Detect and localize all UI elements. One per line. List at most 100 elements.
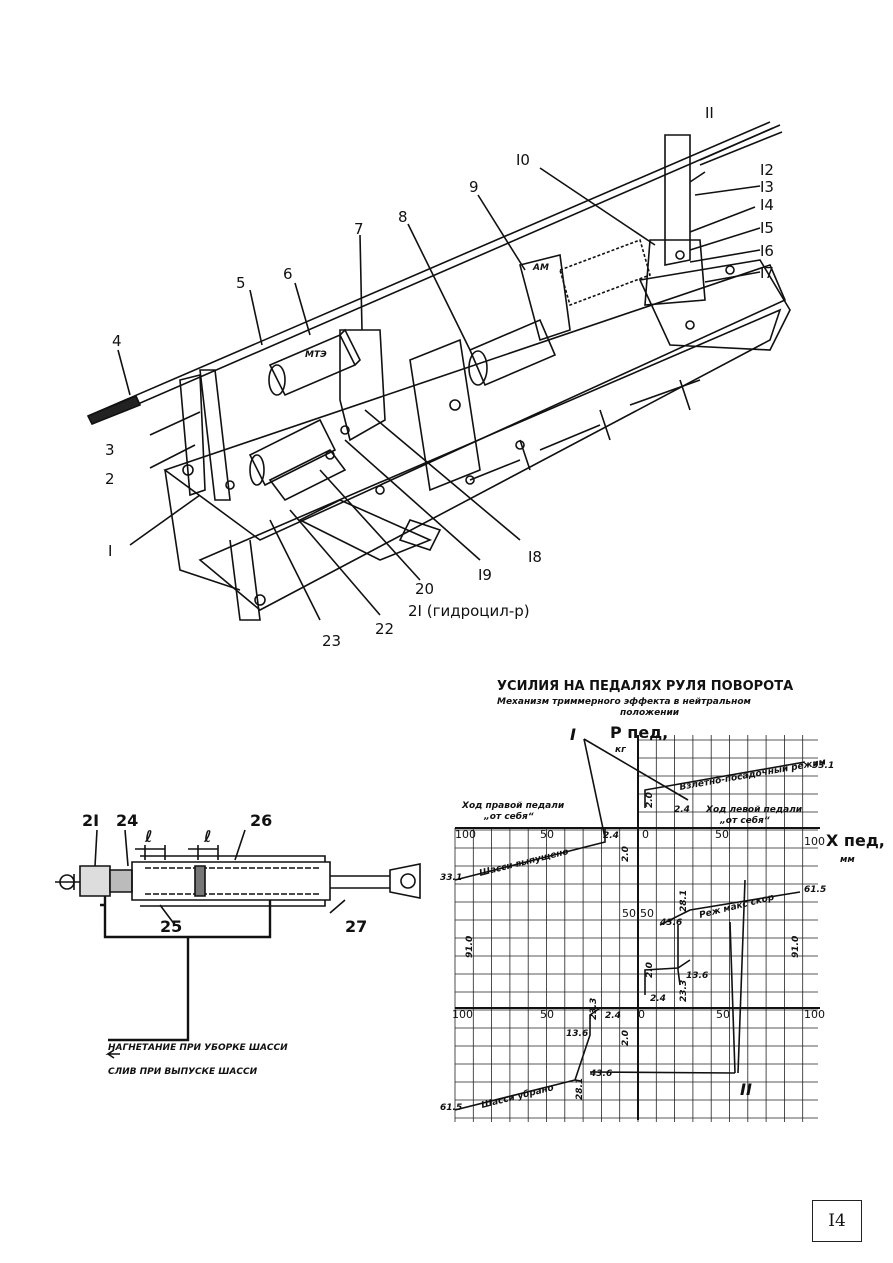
right-travel-1: Ход левой педали xyxy=(705,805,803,815)
unit-mark-am: АМ xyxy=(532,263,549,273)
tick-100-left-top: 100 xyxy=(455,828,476,841)
center-plate xyxy=(339,329,386,442)
tick-50-right-top: 50 xyxy=(715,828,729,841)
label-13: I3 xyxy=(760,178,774,196)
label-22: 22 xyxy=(375,620,394,638)
rod-end xyxy=(86,394,142,426)
label-20: 20 xyxy=(415,580,434,598)
legend-pressure: НАГНЕТАНИЕ ПРИ УБОРКЕ ШАССИ xyxy=(108,1043,288,1053)
label-6: 6 xyxy=(283,265,293,283)
mechanism-drawing xyxy=(86,121,791,621)
value-91.0-left: 91.0 xyxy=(465,936,475,958)
mode-takeoff: Взлетно-посадочный режим xyxy=(679,757,828,793)
label-8: 8 xyxy=(398,208,408,226)
chart-axes xyxy=(455,735,820,1120)
value-61.5-left: 61.5 xyxy=(440,1103,462,1113)
label-11: II xyxy=(705,104,714,122)
control-rod xyxy=(87,121,774,425)
label-23: 23 xyxy=(322,632,341,650)
value-2.4-top-left: 2.4 xyxy=(603,831,619,841)
mark-I: I xyxy=(570,725,576,744)
legend-drain: СЛИВ ПРИ ВЫПУСКЕ ШАССИ xyxy=(108,1067,258,1077)
left-lever xyxy=(199,369,231,501)
curve-max-speed xyxy=(659,891,801,926)
tick-100-left-bottom: 100 xyxy=(452,1008,473,1021)
value-2.4-bottom: 2.4 xyxy=(605,1011,621,1021)
value-23.3-mid: 23.3 xyxy=(679,980,689,1002)
tick-50-left-top: 50 xyxy=(540,828,554,841)
label-14: I4 xyxy=(760,196,774,214)
tick-50-right-bottom: 50 xyxy=(716,1008,730,1021)
mid-plate xyxy=(409,338,481,492)
value-28.1-bottom: 28.1 xyxy=(575,1078,585,1100)
value-13.6-mid: 13.6 xyxy=(686,971,708,981)
label-16: I6 xyxy=(760,242,774,260)
value-33.1-right: 33.1 xyxy=(812,761,834,771)
tick-y-50-b: 50 xyxy=(640,907,654,920)
label-12: I2 xyxy=(760,161,774,179)
value-labels: 33.1 2.4 2.0 2.4 2.0 33.1 28.1 43.6 61.5… xyxy=(440,761,834,1113)
y-axis-unit: кг xyxy=(615,745,626,755)
tick-0-top: 0 xyxy=(642,828,649,841)
right-travel-2: „от себя“ xyxy=(719,815,770,826)
unit-mark-mtz: МТЭ xyxy=(305,350,327,360)
label-15: I5 xyxy=(760,219,774,237)
label-17: I7 xyxy=(760,264,774,282)
chart-subtitle-1: Механизм триммерного эффекта в нейтральн… xyxy=(497,697,752,707)
value-61.5-right: 61.5 xyxy=(804,885,826,895)
value-13.6-bottom: 13.6 xyxy=(566,1029,588,1039)
frame-upper-beam xyxy=(163,264,787,541)
label-3: 3 xyxy=(105,441,115,459)
label-18: I8 xyxy=(528,548,542,566)
curve-gear-up xyxy=(454,1007,601,1111)
curve-gear-down xyxy=(454,828,606,881)
tick-0-bottom: 0 xyxy=(638,1008,645,1021)
mark-I-leaders xyxy=(583,738,689,839)
mark-II: II xyxy=(740,1080,752,1099)
right-lever xyxy=(664,134,691,266)
value-43.6-bottom: 43.6 xyxy=(589,1069,612,1079)
value-33.1-left: 33.1 xyxy=(440,873,462,883)
cyl-label-21: 2I xyxy=(82,811,99,830)
cyl-label-24: 24 xyxy=(116,811,138,830)
gear-down-label: Шасси выпущено xyxy=(478,847,569,879)
value-91.0-right: 91.0 xyxy=(791,936,801,958)
label-19: I9 xyxy=(478,566,492,584)
hydraulic-cylinder xyxy=(55,829,421,1059)
tick-50-left-bottom: 50 xyxy=(540,1008,554,1021)
page-number: I4 xyxy=(812,1200,862,1242)
y-axis-label: Р пед, xyxy=(610,723,668,742)
value-2.0-bottom: 2.0 xyxy=(621,1030,631,1046)
left-travel-2: „от себя“ xyxy=(483,811,534,822)
value-43.6-mid: 43.6 xyxy=(659,918,682,928)
chart-curves xyxy=(454,738,806,1111)
value-2.0-mid: 2.0 xyxy=(645,962,655,978)
cyl-label-26: 26 xyxy=(250,811,272,830)
label-4: 4 xyxy=(112,332,122,350)
tick-y-50-a: 50 xyxy=(622,907,636,920)
value-23.3-bottom: 23.3 xyxy=(589,998,599,1020)
chart-subtitle-2: положении xyxy=(620,708,680,718)
cyl-label-27: 27 xyxy=(345,917,367,936)
label-5: 5 xyxy=(236,274,246,292)
label-1: I xyxy=(108,542,112,560)
value-28.1-mid: 28.1 xyxy=(679,890,689,912)
x-axis-label: X пед, xyxy=(826,831,885,850)
cylinder-labels: 2I 24 26 25 27 ℓ ℓ НАГНЕТАНИЕ ПРИ УБОРКЕ… xyxy=(82,811,367,1077)
x-axis-unit: мм xyxy=(840,855,855,865)
curve-takeoff-mode xyxy=(644,761,806,808)
value-2.4-mid: 2.4 xyxy=(650,994,666,1004)
left-travel-1: Ход правой педали xyxy=(461,801,565,811)
tick-100-right-top: 100 xyxy=(804,835,825,848)
label-2: 2 xyxy=(105,470,115,488)
label-21: 2I (гидроцил-р) xyxy=(408,602,530,620)
tick-100-right-bottom: 100 xyxy=(804,1008,825,1021)
mechanism-labels: 4 5 6 7 8 9 I0 II I2 I3 I4 I5 I6 I7 3 2 … xyxy=(105,104,774,650)
frame-lower-beam xyxy=(198,308,782,611)
value-2.4-top-right: 2.4 xyxy=(674,805,690,815)
label-10: I0 xyxy=(516,151,530,169)
actuator-mtz xyxy=(268,333,357,397)
cyl-label-25: 25 xyxy=(160,917,182,936)
actuator-am xyxy=(468,318,557,387)
